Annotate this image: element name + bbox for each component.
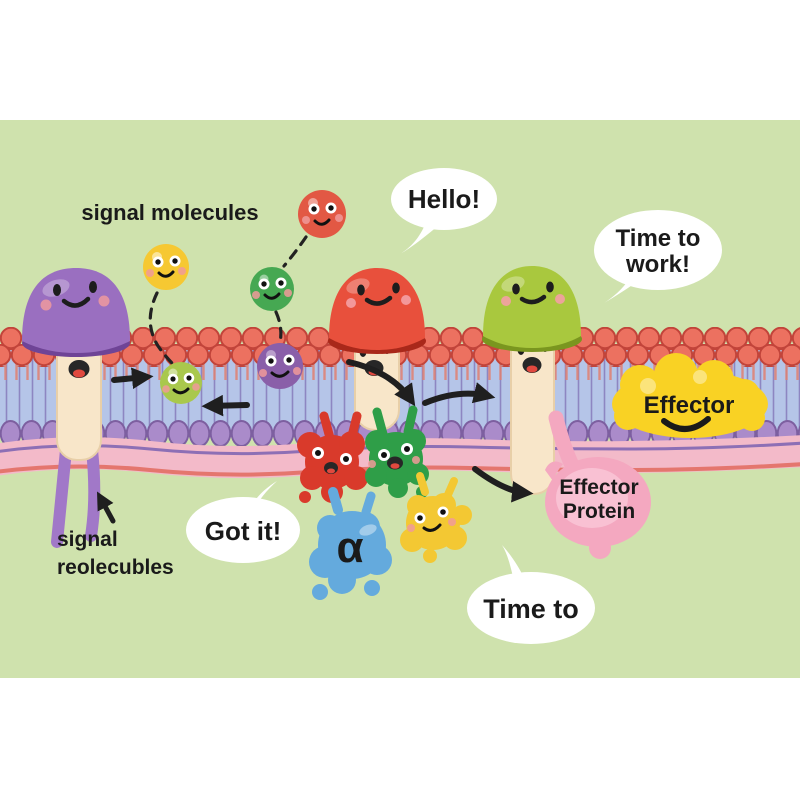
arrow-receptor-caption: [96, 491, 116, 524]
signal-molecule-yellow: [143, 244, 189, 290]
face: [312, 447, 352, 474]
trail-red: [282, 235, 308, 268]
membrane-molecule-purple: [257, 343, 303, 389]
face: [252, 277, 292, 300]
speech-bubble-time-to: Time to: [467, 545, 595, 644]
speech-bubble-got-it: Got it!: [186, 481, 300, 563]
trail-green: [274, 310, 283, 344]
signal-molecule-trails: [148, 235, 308, 365]
receptor-caption-line1: signal: [57, 528, 118, 551]
effector-protein-blob: Effector Protein: [545, 410, 651, 559]
effector-protein-label-line2: Protein: [563, 500, 635, 523]
time-to-work-line2: work!: [625, 251, 690, 278]
face: [146, 255, 186, 278]
face: [259, 354, 301, 378]
speech-bubble-time-to-work: Time to work!: [594, 210, 722, 303]
arrow-purple-to-green: [201, 394, 250, 417]
gprotein-yellow-subunit: [400, 472, 472, 563]
hello-text: Hello!: [408, 184, 480, 214]
receptor-cap: [329, 268, 425, 350]
effector-label: Effector: [644, 392, 735, 419]
effector-smile: [661, 416, 711, 432]
time-to-work-line1: Time to: [616, 225, 701, 252]
speech-bubble-hello: Hello!: [391, 168, 497, 254]
face: [368, 443, 420, 470]
effector-blob: Effector: [612, 353, 768, 438]
cap-face: [346, 282, 411, 308]
signal-molecule-red: [298, 190, 346, 238]
time-to-text: Time to: [483, 594, 579, 624]
got-it-text: Got it!: [205, 516, 282, 546]
face: [407, 506, 456, 532]
arrow-to-green-receptor: [422, 382, 496, 406]
arrow-to-effector-protein: [472, 466, 534, 503]
arrow-receptor-to-green: [111, 367, 154, 390]
receptor-leg: [51, 444, 72, 548]
receptor-leg: [85, 444, 101, 542]
face: [302, 202, 343, 226]
receptor-cap: [483, 266, 581, 348]
face: [162, 372, 200, 395]
alpha-label: α: [336, 523, 363, 572]
purple-receptor: [22, 268, 130, 548]
effector-protein-label-line1: Effector: [559, 476, 638, 499]
membrane-molecule-green: [160, 362, 202, 404]
flow-arrows: [96, 359, 534, 524]
cap-face: [40, 281, 110, 311]
cap-face: [501, 281, 565, 306]
receptor-cap: [22, 268, 130, 353]
green-receptor: [482, 266, 582, 495]
signal-molecule-green: [250, 267, 294, 311]
receptor-caption-line2: reolecubles: [57, 556, 174, 579]
trail-yellow: [148, 291, 174, 365]
gprotein-red-subunit: [297, 411, 368, 503]
gprotein-alpha-subunit: α: [309, 487, 392, 600]
arrow-down-to-gproteins: [346, 359, 416, 407]
signal-molecules-label: signal molecules: [81, 200, 258, 225]
